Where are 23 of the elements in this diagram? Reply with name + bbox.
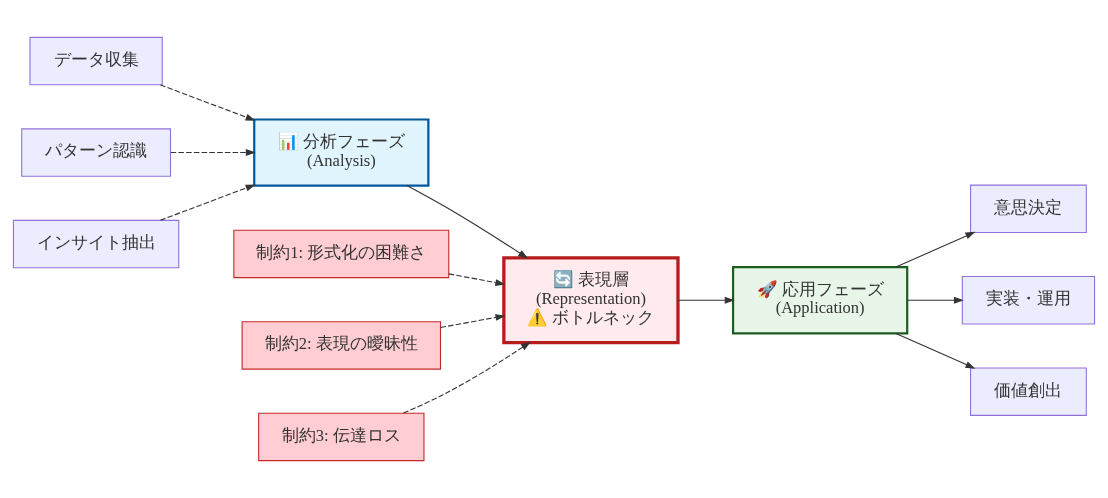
node-box: 🔄 表現層 (Representation) ⚠ ボトルネック (502, 256, 680, 345)
arrow (448, 273, 506, 287)
arrow (159, 184, 256, 221)
node-box: 制約2: 表現の曖昧性 (241, 321, 442, 370)
arrow (677, 296, 735, 304)
arrow (895, 231, 976, 268)
node-box: 📊 分析フェーズ (Analysis) (253, 118, 430, 187)
node-box: 価値創出 (970, 367, 1087, 416)
node-box: 🚀 応用フェーズ (Application) (732, 266, 909, 335)
node-box: データ収集 (29, 36, 163, 86)
arrow (895, 332, 976, 369)
arrow (402, 341, 531, 414)
node-box: 意思決定 (970, 184, 1087, 233)
node-box: 制約3: 伝達ロス (258, 412, 425, 462)
arrow (440, 314, 506, 329)
node-box: パターン認識 (21, 128, 172, 177)
node-box: 実装・運用 (961, 276, 1096, 325)
arrow (159, 84, 256, 121)
arrow (406, 185, 529, 259)
arrow (906, 296, 964, 304)
arrow (170, 149, 256, 157)
node-box: インサイト抽出 (12, 219, 180, 269)
node-box: 制約1: 形式化の困難さ (233, 229, 450, 279)
